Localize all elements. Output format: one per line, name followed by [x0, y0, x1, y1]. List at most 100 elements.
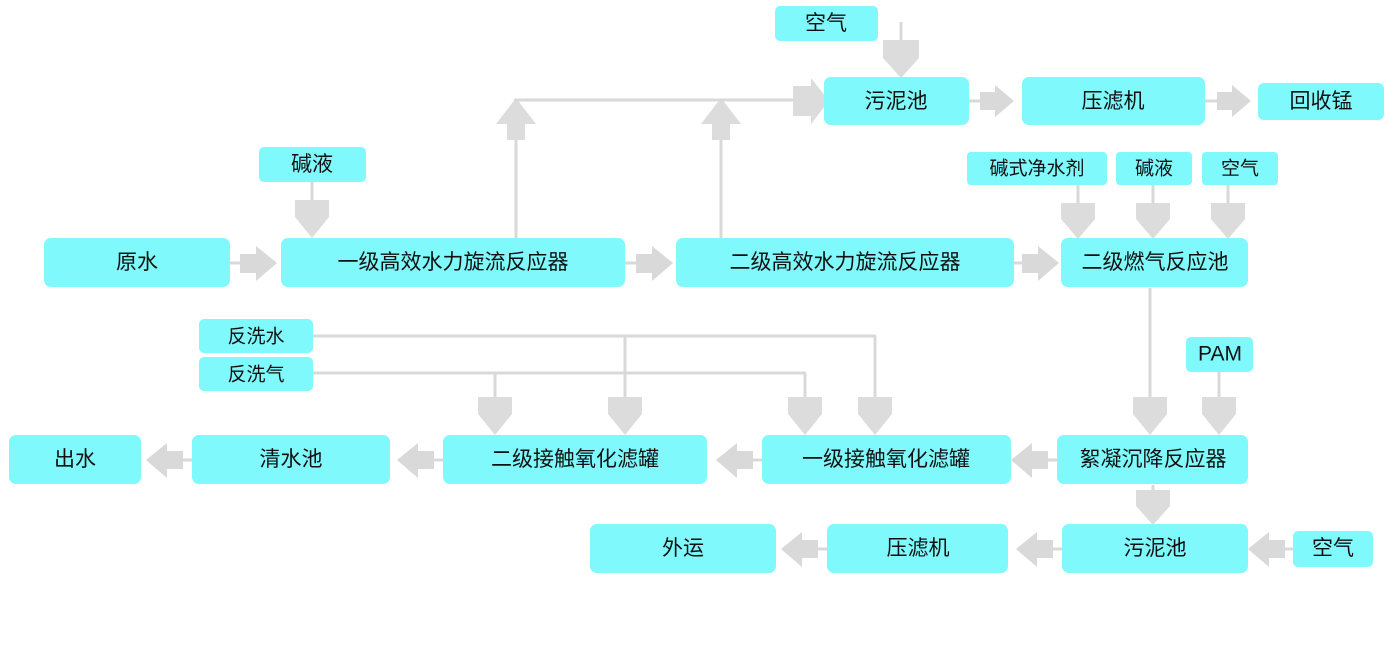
node-recover-manganese[interactable]: 回收锰: [1258, 83, 1384, 120]
edge-hydrocyclone1-to-hydrocyclone2: [625, 246, 673, 281]
node-alkali-liquid-2-box: [1116, 152, 1192, 185]
node-backwash-water[interactable]: 反洗水: [199, 319, 313, 353]
node-effluent[interactable]: 出水: [9, 435, 141, 484]
node-basic-water-purifier[interactable]: 碱式净水剂: [967, 152, 1107, 185]
node-transport-out-box: [590, 524, 776, 573]
edge-raw-water-to-hydrocyclone1: [229, 246, 277, 281]
node-recover-manganese-label: 回收锰: [1290, 89, 1353, 113]
edge-backwash-air-bus: [312, 371, 822, 435]
node-filter-press-bottom-box: [827, 524, 1008, 573]
node-sludge-tank-top[interactable]: 污泥池: [824, 77, 969, 125]
edge-sludge-tank-top-to-filter-press-top: [969, 85, 1014, 117]
node-hydrocyclone-1-box: [281, 238, 625, 287]
node-backwash-water-label: 反洗水: [227, 326, 284, 348]
node-clear-water-tank-label: 清水池: [260, 447, 323, 471]
node-alkali-liquid-1[interactable]: 碱液: [259, 147, 366, 182]
node-recover-manganese-box: [1258, 83, 1384, 120]
node-gas-reactor-2[interactable]: 二级燃气反应池: [1061, 238, 1248, 287]
edge-air-to-sludge-tank-top: [883, 22, 919, 78]
node-air-top-box: [775, 6, 878, 41]
node-gas-reactor-2-label: 二级燃气反应池: [1082, 250, 1229, 274]
node-effluent-box: [9, 435, 141, 484]
node-alkali-liquid-1-box: [259, 147, 366, 182]
node-effluent-label: 出水: [54, 447, 96, 471]
edge-filter1-to-filter2: [716, 443, 762, 478]
node-clear-water-tank-box: [192, 435, 390, 484]
edge-sludge-bus-to-sludge-tank-top: [514, 78, 829, 124]
node-hydrocyclone-1-label: 一级高效水力旋流反应器: [338, 250, 569, 274]
edge-hydrocyclone2-to-gas-reactor2: [1013, 246, 1059, 281]
edge-air-bottom-to-sludge-tank-bottom: [1248, 532, 1293, 567]
edge-hydrocyclone2-to-sludge-bus: [701, 98, 741, 238]
edge-pam-to-flocculation: [1202, 372, 1236, 435]
node-backwash-air[interactable]: 反洗气: [199, 357, 313, 391]
node-backwash-air-box: [199, 357, 313, 391]
edge-filter2-to-clear-water-tank: [397, 443, 443, 478]
node-contact-oxidation-filter-1-label: 一级接触氧化滤罐: [802, 447, 970, 471]
node-gas-reactor-2-box: [1061, 238, 1248, 287]
edge-air-mid-to-gas-reactor2: [1211, 184, 1245, 239]
node-air-bottom-box: [1293, 531, 1373, 567]
node-backwash-air-label: 反洗气: [227, 364, 284, 386]
node-filter-press-bottom[interactable]: 压滤机: [827, 524, 1008, 573]
edge-clear-water-tank-to-effluent: [146, 443, 192, 478]
node-flocculation-settling-reactor-label: 絮凝沉降反应器: [1080, 447, 1227, 471]
node-basic-water-purifier-label: 碱式净水剂: [989, 158, 1084, 180]
node-filter-press-top-box: [1022, 77, 1205, 125]
node-sludge-tank-bottom-label: 污泥池: [1124, 536, 1187, 560]
node-basic-water-purifier-box: [967, 152, 1107, 185]
node-contact-oxidation-filter-2[interactable]: 二级接触氧化滤罐: [443, 435, 707, 484]
node-transport-out-label: 外运: [662, 536, 704, 560]
node-raw-water-label: 原水: [116, 250, 158, 274]
node-sludge-tank-bottom[interactable]: 污泥池: [1062, 524, 1248, 573]
node-air-mid[interactable]: 空气: [1202, 152, 1278, 185]
edge-hydrocyclone1-to-sludge-bus: [496, 98, 536, 238]
edge-alkali2-to-gas-reactor2: [1136, 184, 1170, 239]
connector-layer: [146, 22, 1293, 567]
node-raw-water[interactable]: 原水: [44, 238, 230, 287]
node-raw-water-box: [44, 238, 230, 287]
node-filter-press-bottom-label: 压滤机: [887, 536, 950, 560]
edge-backwash-water-bus: [312, 334, 892, 435]
node-air-top-label: 空气: [805, 11, 847, 35]
node-contact-oxidation-filter-2-box: [443, 435, 707, 484]
node-air-mid-label: 空气: [1221, 158, 1259, 180]
node-filter-press-top-label: 压滤机: [1082, 89, 1145, 113]
node-backwash-water-box: [199, 319, 313, 353]
node-hydrocyclone-1[interactable]: 一级高效水力旋流反应器: [281, 238, 625, 287]
node-air-top[interactable]: 空气: [775, 6, 878, 41]
node-layer: 空气 污泥池 压滤机 回收锰 碱液: [9, 6, 1384, 573]
edge-flocculation-to-filter1: [1011, 443, 1057, 478]
edge-alkali1-to-hydrocyclone1: [295, 181, 329, 238]
node-alkali-liquid-1-label: 碱液: [291, 152, 333, 176]
node-contact-oxidation-filter-1[interactable]: 一级接触氧化滤罐: [762, 435, 1011, 484]
node-hydrocyclone-2[interactable]: 二级高效水力旋流反应器: [676, 238, 1014, 287]
edge-sludge-tank-bottom-to-filter-press-bottom: [1016, 532, 1062, 567]
node-pam-box: [1186, 337, 1253, 372]
node-contact-oxidation-filter-1-box: [762, 435, 1011, 484]
node-air-bottom[interactable]: 空气: [1293, 531, 1373, 567]
node-flocculation-settling-reactor[interactable]: 絮凝沉降反应器: [1057, 435, 1248, 484]
node-sludge-tank-top-box: [824, 77, 969, 125]
edge-filter-press-bottom-to-transport-out: [781, 532, 827, 567]
node-alkali-liquid-2[interactable]: 碱液: [1116, 152, 1192, 185]
node-transport-out[interactable]: 外运: [590, 524, 776, 573]
node-pam-label: PAM: [1198, 343, 1242, 366]
node-sludge-tank-top-label: 污泥池: [865, 89, 928, 113]
edge-basic-purifier-to-gas-reactor2: [1061, 184, 1095, 239]
node-hydrocyclone-2-label: 二级高效水力旋流反应器: [730, 250, 961, 274]
node-flocculation-settling-reactor-box: [1057, 435, 1248, 484]
node-air-mid-box: [1202, 152, 1278, 185]
edge-filter-press-top-to-recover-manganese: [1205, 85, 1251, 117]
node-pam[interactable]: PAM: [1186, 337, 1253, 372]
node-alkali-liquid-2-label: 碱液: [1135, 158, 1173, 180]
node-air-bottom-label: 空气: [1312, 536, 1354, 560]
node-hydrocyclone-2-box: [676, 238, 1014, 287]
node-filter-press-top[interactable]: 压滤机: [1022, 77, 1205, 125]
node-contact-oxidation-filter-2-label: 二级接触氧化滤罐: [491, 447, 659, 471]
edge-flocculation-to-sludge-tank-bottom: [1136, 485, 1170, 525]
node-clear-water-tank[interactable]: 清水池: [192, 435, 390, 484]
edge-gas-reactor2-to-flocculation: [1133, 288, 1167, 435]
